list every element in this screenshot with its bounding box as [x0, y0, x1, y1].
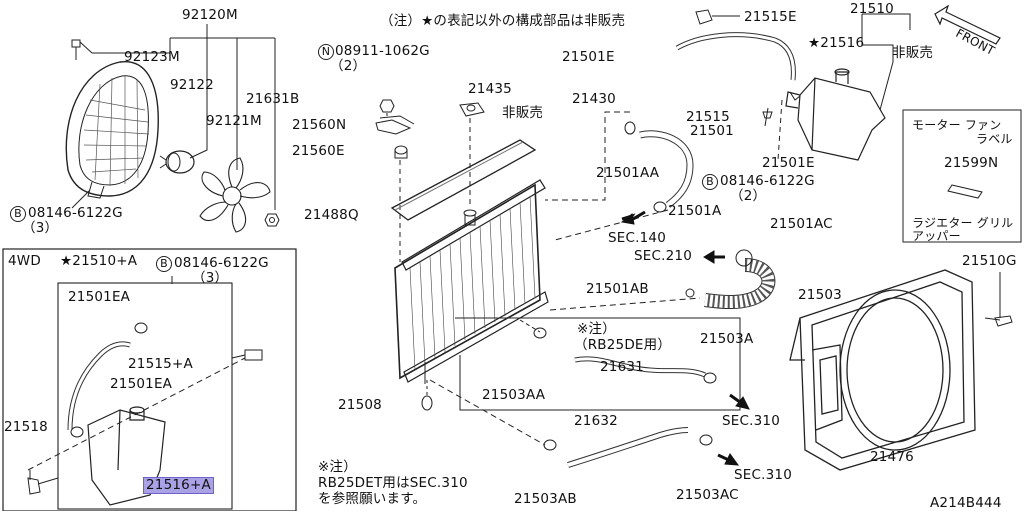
part-21631: 21631: [600, 359, 644, 375]
bolt2-qty: （2）: [730, 188, 767, 204]
part-21560E: 21560E: [292, 143, 345, 159]
part-21488Q: 21488Q: [304, 207, 359, 223]
sec-140: SEC.140: [608, 230, 666, 246]
part-21632: 21632: [574, 413, 618, 429]
inset-4wd-frame: [2, 248, 297, 511]
part-21508: 21508: [338, 397, 382, 413]
label-box: [902, 109, 1022, 243]
nut-circle-n: N: [318, 44, 334, 60]
front-arrow: [934, 4, 1001, 45]
note-bottom-1: ※注）: [318, 459, 357, 475]
section-arrows: [620, 210, 750, 466]
bracket-parts: [375, 99, 415, 262]
part-21430: 21430: [572, 91, 616, 107]
not-sold-label-2: 非販売: [892, 45, 934, 61]
seal-bar: [390, 139, 537, 221]
lower-hose: [549, 249, 776, 311]
label-box-line4: アッパー: [912, 229, 961, 243]
diagram-code: A214B444: [930, 495, 1002, 511]
part-21476: 21476: [870, 449, 914, 465]
part-21503AC: 21503AC: [676, 487, 739, 503]
label-box-line2: ラベル: [976, 132, 1013, 146]
note-bottom-2: RB25DET用はSEC.310: [318, 475, 468, 491]
inset-21515A: 21515+A: [128, 356, 193, 372]
part-21503A: 21503A: [700, 331, 754, 347]
inset-bolt-circle: B: [156, 256, 172, 272]
bolt-circle-b: B: [10, 206, 26, 222]
part-21501AB: 21501AB: [586, 281, 649, 297]
not-sold-label: 非販売: [502, 105, 544, 121]
fan-blades: [199, 157, 271, 233]
radiator-shroud: [789, 269, 976, 471]
inset-4wd-inner: [57, 282, 233, 510]
part-21510: 21510: [850, 1, 894, 17]
part-21501AC: 21501AC: [770, 216, 833, 232]
label-box-line3: ラジエター グリル: [912, 216, 1014, 230]
note-rb25de: （RB25DE用）: [574, 337, 672, 353]
part-21515E: 21515E: [744, 9, 797, 25]
sec-210: SEC.210: [634, 248, 692, 264]
part-21560N: 21560N: [292, 117, 347, 133]
part-21501A: 21501A: [668, 203, 722, 219]
part-92122: 92122: [170, 77, 214, 93]
note-not-sold: （注）★の表記以外の構成部品は非販売: [380, 13, 626, 29]
part-21501E-mid: 21501E: [762, 155, 815, 171]
part-21510G: 21510G: [962, 253, 1017, 269]
part-92123M: 92123M: [124, 49, 180, 65]
part-08146-6122G-2: 08146-6122G: [720, 173, 815, 189]
label-box-line1: モーター ファン: [912, 118, 1002, 132]
part-21501: 21501: [690, 123, 734, 139]
inset-21518: 21518: [4, 419, 48, 435]
part-21631B: 21631B: [246, 91, 300, 107]
part-21503AB: 21503AB: [514, 491, 577, 507]
sec-310-a: SEC.310: [722, 413, 780, 429]
part-08146-6122G: 08146-6122G: [28, 205, 123, 221]
part-08911-1062G: 08911-1062G: [335, 43, 430, 59]
part-21599N: 21599N: [944, 155, 999, 171]
inset-part-21510A: ★21510+A: [60, 253, 138, 269]
nut-qty: （2）: [330, 58, 367, 74]
inset-21516A-highlighted[interactable]: 21516+A: [143, 477, 214, 494]
inset-21501EA-1: 21501EA: [68, 289, 131, 305]
bolt2-circle-b: B: [702, 174, 718, 190]
fan-shroud-assembly: [65, 24, 280, 233]
inset-bolt-qty: （3）: [192, 270, 229, 286]
reservoir-tank: [785, 68, 886, 161]
part-21501AA: 21501AA: [596, 165, 660, 181]
part-21516: ★21516: [808, 35, 865, 51]
part-21501E-top: 21501E: [562, 49, 615, 65]
note-bottom-3: を参照願います。: [318, 491, 427, 507]
part-21503: 21503: [798, 287, 842, 303]
part-21515: 21515: [686, 109, 730, 125]
upper-hose: [545, 111, 694, 241]
inset-21501EA-2: 21501EA: [110, 376, 173, 392]
note-mark: ※注）: [577, 321, 616, 337]
part-92121M: 92121M: [206, 113, 262, 129]
part-21503AA: 21503AA: [482, 387, 546, 403]
bolt-qty: （3）: [22, 220, 59, 236]
inset-title-4wd: 4WD: [8, 253, 41, 269]
part-21435: 21435: [468, 81, 512, 97]
part-92120M: 92120M: [182, 7, 238, 23]
sec-310-b: SEC.310: [734, 467, 792, 483]
inset-bolt: 08146-6122G: [174, 255, 269, 271]
radiator-core: [394, 179, 549, 411]
